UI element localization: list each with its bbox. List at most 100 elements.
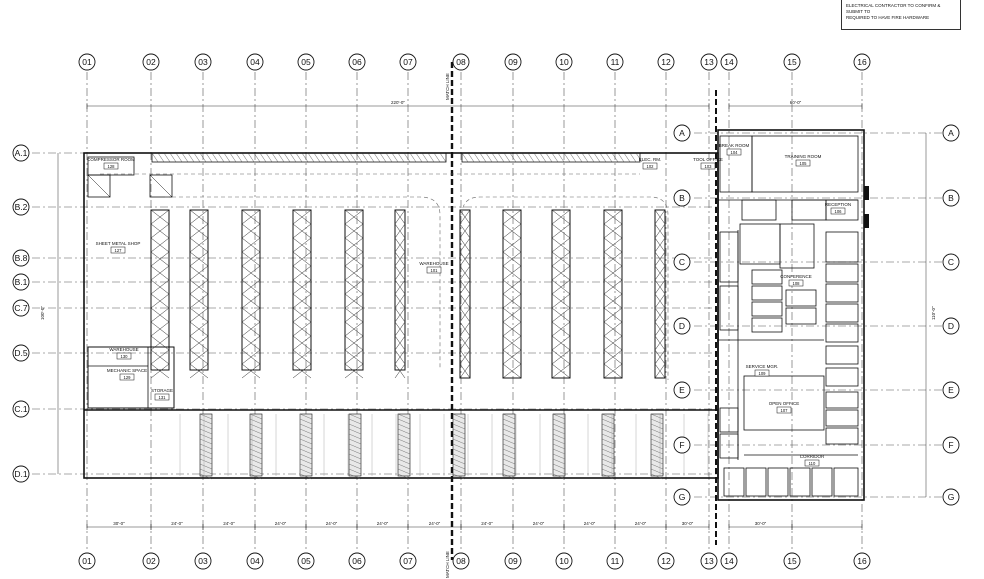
rack-brace [394,279,406,295]
room-name-break_room: BREAK ROOM [719,143,750,148]
top-rack-hatch [623,152,631,163]
top-rack-hatch [503,152,511,163]
dock-hatch [199,468,213,475]
dock-hatch [299,433,313,440]
dock-hatch [299,458,313,465]
grid-bubble-bottom-07 [399,552,417,570]
rack-brace [551,279,571,295]
grid-bubble-right-G [942,488,960,506]
door-swing [149,174,173,198]
rack-brace [654,223,666,239]
top-rack-hatch [151,152,159,163]
top-rack-hatch [217,152,225,163]
dock-hatch [397,423,411,430]
rack-brace [603,321,623,337]
top-rack-hatch [563,152,571,163]
grid-bubble-bottom-13 [700,552,718,570]
grid-bubble-inner-D [673,317,691,335]
dock-hatch [299,423,313,430]
grid-bubble-bottom-09-label: 09 [508,556,518,566]
rack-brace [603,251,623,267]
office-box [741,199,777,221]
top-rack-hatch [229,152,237,163]
room-number-box-corridor [804,459,820,467]
rack-brace [459,363,471,379]
dock-hatch [502,423,516,430]
rack-brace [344,335,364,351]
rack-brace [344,265,364,281]
room-name-compressor_room: COMPRESSOR ROOM [87,157,135,162]
top-rack-hatch [391,152,399,163]
dock-hatch [452,463,466,470]
top-rack-hatch [421,152,429,163]
office-box [825,323,859,343]
rack-brace [150,349,170,365]
grid-bubble-bottom-16-label: 16 [857,556,867,566]
dim-bottom-5-label: 24'-0" [326,521,338,526]
top-rack-hatch [301,152,309,163]
dock-hatch [650,473,664,480]
grid-bubble-left-B.8-label: B.8 [15,253,28,263]
rack-brace [551,349,571,365]
dock-door-1 [199,413,213,477]
rack-brace [654,279,666,295]
rack-brace [502,349,522,365]
rack-brace [459,251,471,267]
rack-brace [189,307,209,323]
dock-hatch [348,448,362,455]
dock-hatch [650,428,664,435]
rack-brace [394,251,406,267]
dock-hatch [397,448,411,455]
dock-hatch [452,413,466,420]
grid-bubble-bottom-06-label: 06 [352,556,362,566]
top-rack-hatch [629,152,637,163]
room-number-box-break_room [726,148,742,156]
dock-hatch [348,433,362,440]
dim-bottom-7-label: 24'-0" [429,521,441,526]
rack-brace [189,363,209,379]
rack-brace [551,335,571,351]
rack-brace [394,335,406,351]
rack-brace [150,335,170,351]
rack-brace [241,251,261,267]
rack-brace [603,307,623,323]
room-number-compressor_room: 128 [108,164,116,169]
rack-brace [603,363,623,379]
grid-bubble-bottom-15-label: 15 [787,556,797,566]
top-rack-hatch [605,152,613,163]
office-box [825,263,859,283]
rack-brace [150,223,170,239]
dim-left-label: 100'-0" [40,306,45,320]
grid-bubble-inner-G-label: G [679,492,686,502]
rack-brace [344,363,364,379]
restroom-box [789,467,811,497]
rack-brace [241,335,261,351]
rack-brace [654,363,666,379]
room-number-box-mechanic_space [119,373,135,381]
room-number-box-training_room [795,159,811,167]
open-office-box [743,375,825,431]
grid-bubble-top-07 [399,53,417,71]
rack-brace [603,293,623,309]
office-outline [717,129,865,501]
grid-bubble-right-E-label: E [948,385,954,395]
top-rack-hatch [533,152,541,163]
grid-bubble-left-D.5 [12,344,30,362]
dock-hatch [299,428,313,435]
rack-brace [502,293,522,309]
dock-hatch [502,438,516,445]
top-rack-hatch [319,152,327,163]
grid-bubble-bottom-05-label: 05 [301,556,311,566]
grid-bubble-inner-F-label: F [679,440,684,450]
rack-brace [344,251,364,267]
dim-bottom-3-label: 24'-0" [223,521,235,526]
dock-hatch [199,458,213,465]
rack-brace [344,209,364,225]
rack-brace [502,223,522,239]
rack-brace [189,279,209,295]
dock-hatch [502,473,516,480]
rack-brace [394,223,406,239]
rack-brace [603,349,623,365]
room-name-conference: CONFERENCE [780,274,812,279]
office-area [718,135,869,497]
